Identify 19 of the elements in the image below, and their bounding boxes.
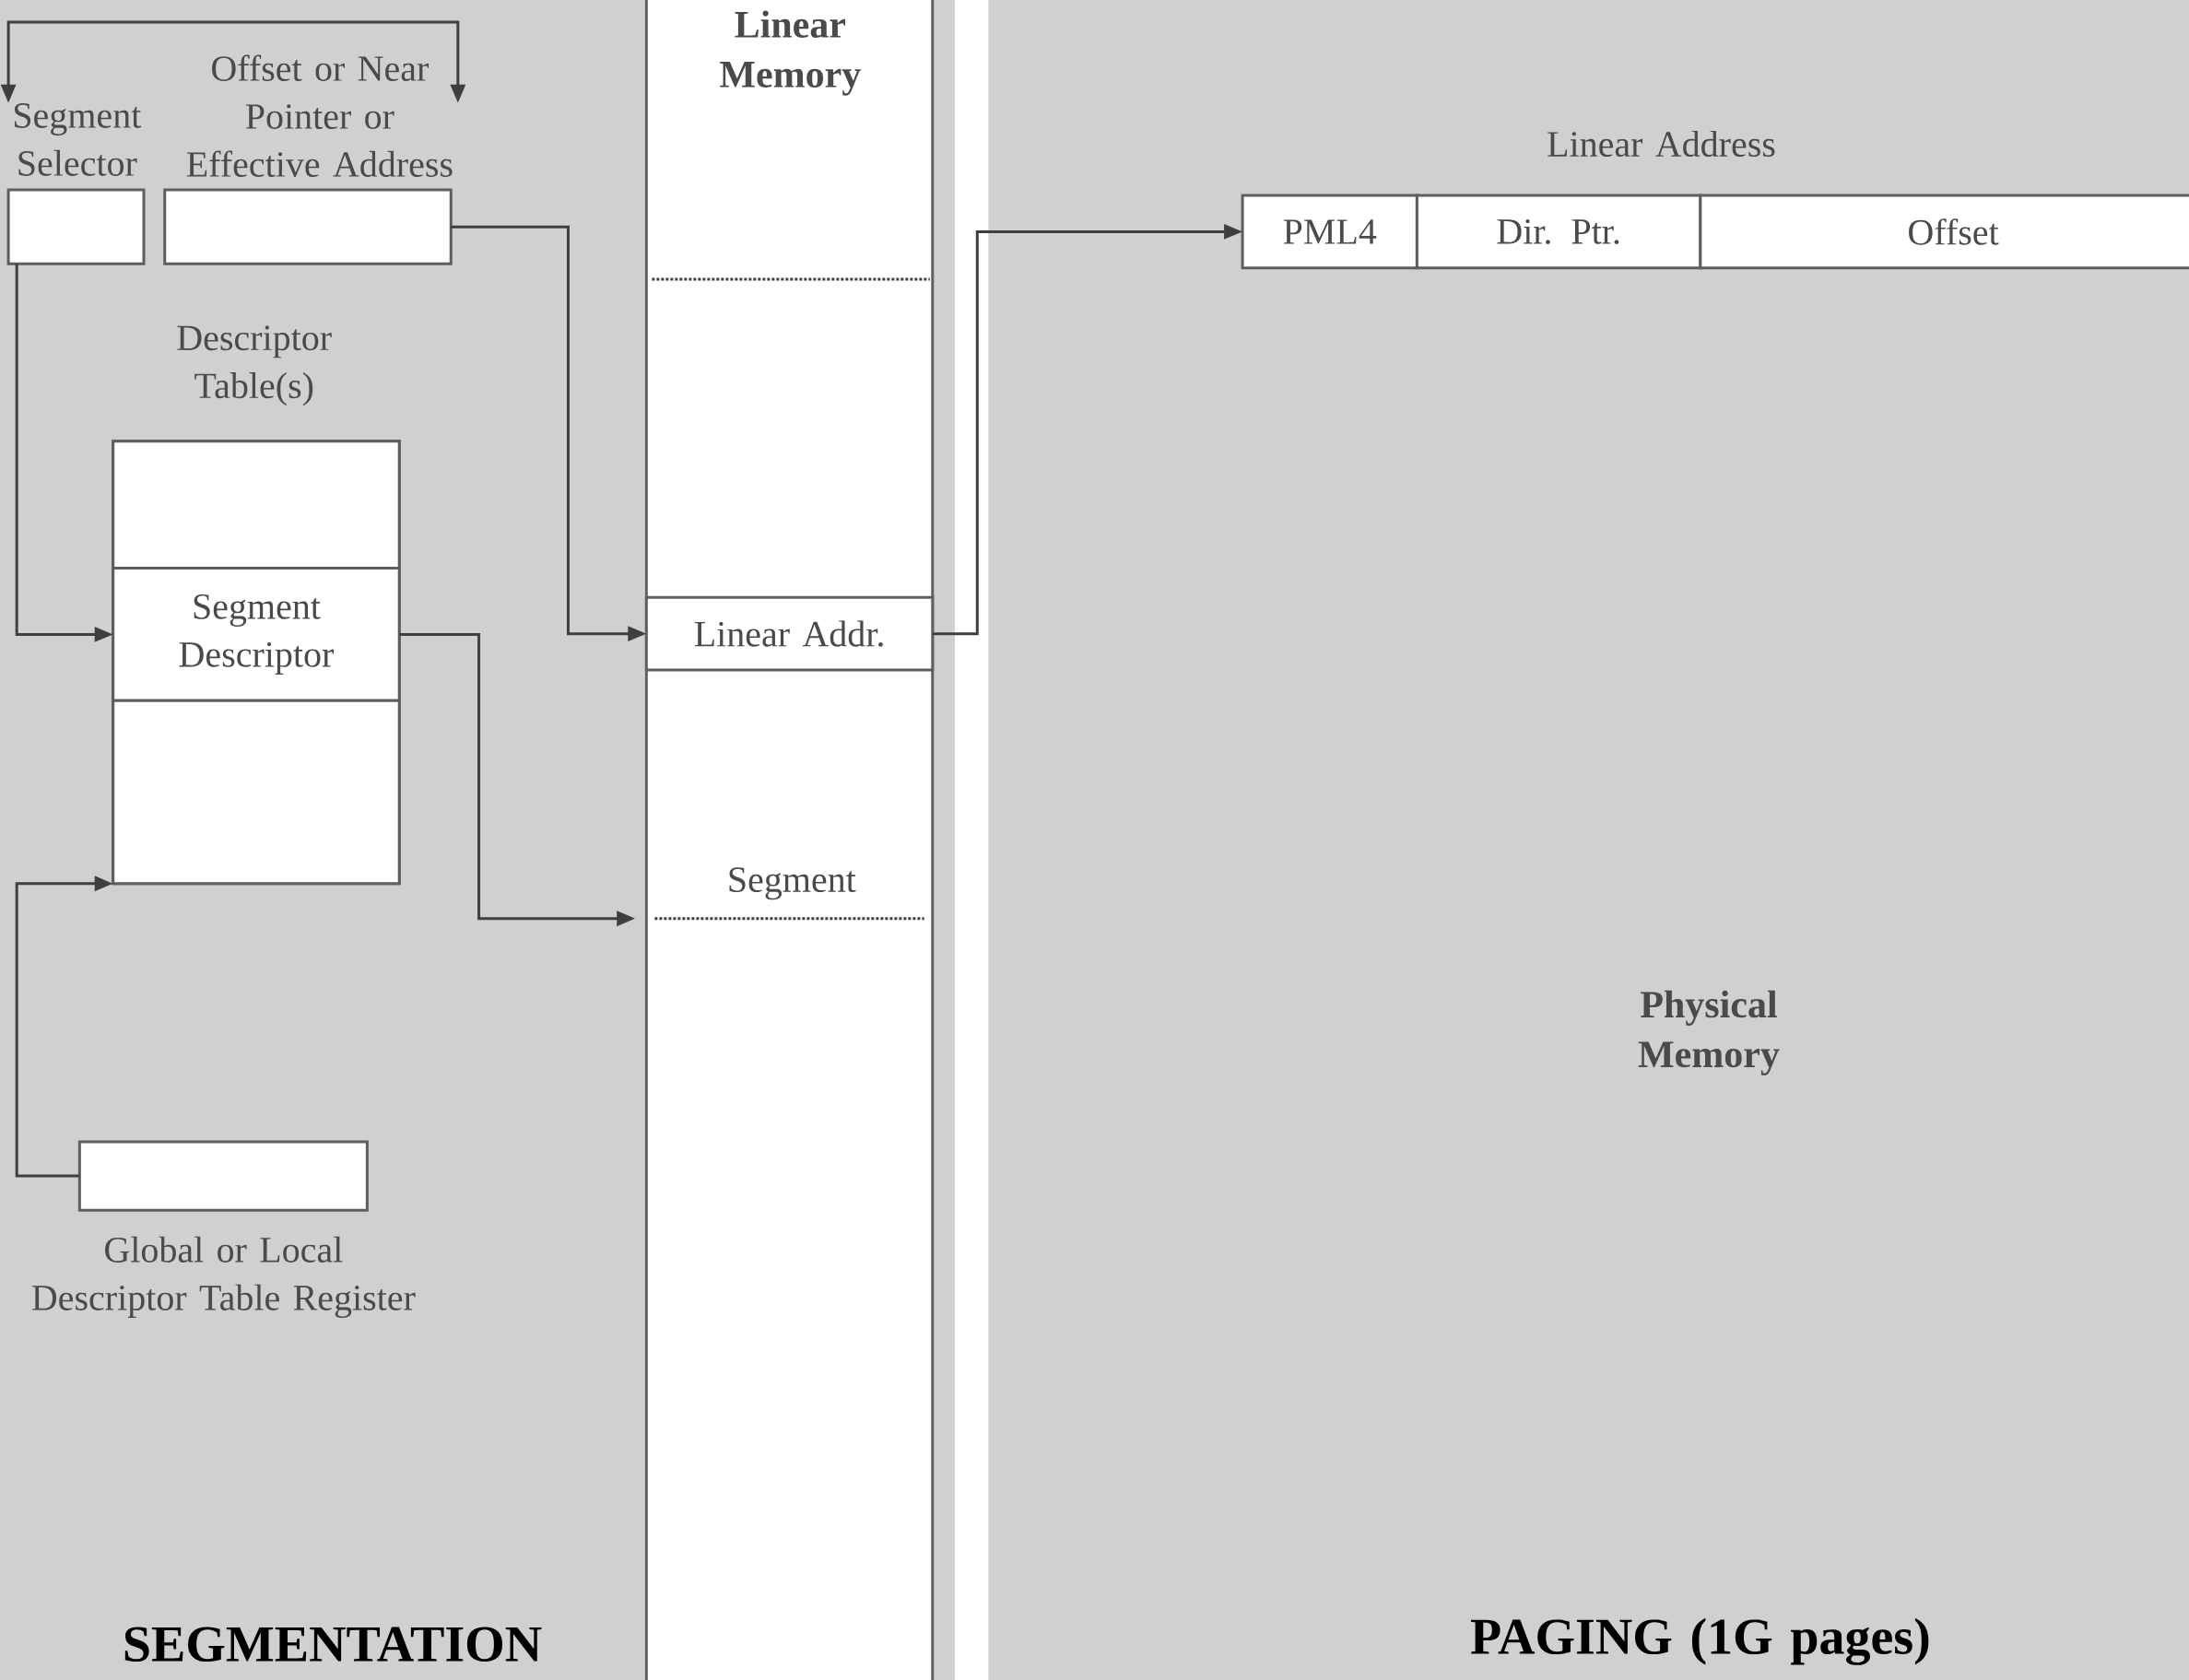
node-label: Descriptor Table(s) bbox=[177, 325, 332, 406]
offset-box: Offset or Near Pointer or Effective Address bbox=[163, 54, 453, 265]
address-field: PML4 bbox=[1241, 194, 1418, 270]
address-field: Dir. Ptr. bbox=[1415, 194, 1702, 270]
node-label: Segment Selector bbox=[15, 103, 142, 176]
node-label: Global or Local Descriptor Table Register bbox=[31, 1236, 416, 1319]
address-field: Offset bbox=[1699, 194, 2189, 270]
region-title: Physical Memory bbox=[1638, 990, 1780, 1075]
address-box: Linear Addr. bbox=[644, 595, 935, 672]
section-title: SEGMENTATION bbox=[124, 1627, 542, 1662]
memory-label: Segment bbox=[729, 867, 856, 900]
section-title: PAGING (1G pages) bbox=[1470, 1617, 1929, 1665]
table-entry: Segment Descriptor bbox=[112, 566, 401, 702]
selector-box: Segment Selector bbox=[6, 103, 146, 265]
field-caption: Linear Address bbox=[1548, 130, 1775, 158]
table-entry bbox=[112, 699, 401, 886]
node-label: Offset or Near Pointer or Effective Address bbox=[186, 54, 453, 177]
register-box: Global or Local Descriptor Table Register bbox=[32, 1140, 416, 1319]
table-entry bbox=[112, 440, 401, 570]
